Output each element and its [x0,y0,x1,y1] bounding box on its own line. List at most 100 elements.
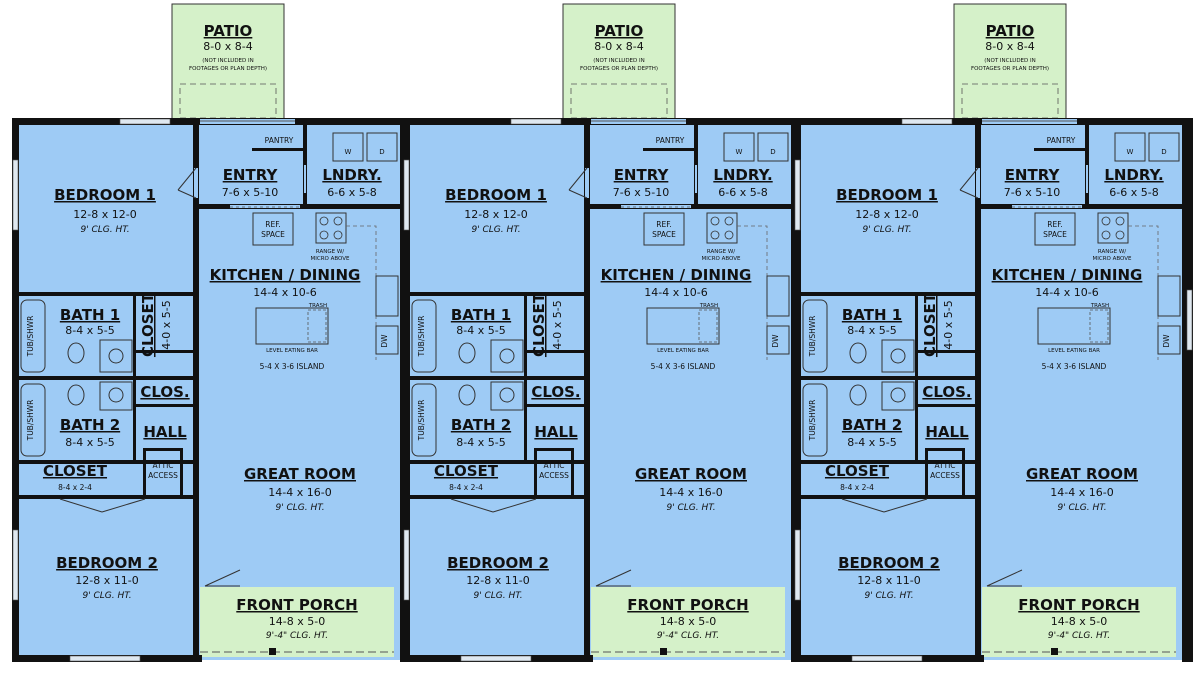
burner-3 [1101,230,1111,240]
patio-note-2: FOOTAGES OR PLAN DEPTH) [971,66,1049,72]
sink-1 [108,348,124,364]
wall-bath-hall [524,296,527,460]
tub-1-label: TUB/SHWR [808,316,817,358]
patio-label: PATIO [204,22,253,40]
wall-left [403,118,410,662]
door-gap-bed1 [585,168,589,198]
range-label-2: MICRO ABOVE [310,256,350,262]
patio-label: PATIO [986,22,1035,40]
porch-size: 14-8 x 5-0 [660,615,716,628]
porch-clg: 9'-4" CLG. HT. [266,631,328,641]
vanity-1 [490,339,524,373]
laundry-size: 6-6 x 5-8 [1109,186,1158,199]
kitchen-size: 14-4 x 10-6 [1035,286,1098,299]
patio-size: 8-0 x 8-4 [203,40,252,53]
sink-1 [499,348,515,364]
wall-left [12,118,19,662]
bath-2-label: BATH 2 [842,416,902,434]
bath-2-label: BATH 2 [60,416,120,434]
tub-2-label: TUB/SHWR [417,400,426,442]
building-fill [12,122,1192,660]
wall-bath-hall [915,296,918,460]
wall-bed1-bottom [801,292,976,296]
burner-2 [724,216,734,226]
wall-hall [136,404,194,407]
unit: PATIO 8-0 x 8-4 (NOT INCLUDED IN FOOTAGE… [403,3,798,662]
tub-2-label: TUB/SHWR [26,400,35,442]
island-label: 5-4 X 3-6 ISLAND [651,362,716,371]
closet-2-label: CLOSET [825,462,890,480]
porch-size: 14-8 x 5-0 [1051,615,1107,628]
door-gap-entry [621,205,691,208]
closet-1-label: CLOSET [921,292,939,357]
wall-bed1-bottom [19,292,194,296]
washer-label: W [736,148,743,156]
burner-3 [319,230,329,240]
wall-pantry [643,148,694,151]
wall-far-right [1186,118,1193,662]
bedroom-1-clg: 9' CLG. HT. [862,225,911,235]
closet-2-label: CLOSET [434,462,499,480]
ref-label-1: REF. [656,220,671,229]
laundry-size: 6-6 x 5-8 [718,186,767,199]
door-front [986,569,1023,587]
great-room-clg: 9' CLG. HT. [666,503,715,513]
entry-label: ENTRY [1005,166,1061,184]
door-bed1 [568,167,588,199]
unit: PATIO 8-0 x 8-4 (NOT INCLUDED IN FOOTAGE… [12,3,407,662]
window-left-2 [794,529,801,601]
ref-space [252,212,294,246]
bedroom-1-label: BEDROOM 1 [54,186,156,204]
ref-label-2: SPACE [1043,230,1067,239]
attic-label-1: ATTIC [543,461,564,470]
door-gap-laundry [1086,165,1088,193]
bath-1-size: 8-4 x 5-5 [456,324,505,337]
patio-note-2: FOOTAGES OR PLAN DEPTH) [580,66,658,72]
closet-2-label: CLOSET [43,462,108,480]
laundry-size: 6-6 x 5-8 [327,186,376,199]
door-gap-laundry [304,165,306,193]
dishwasher [766,325,790,355]
sink-2 [499,387,515,403]
trash-label: TRASH [308,303,327,309]
island [1037,307,1111,345]
ref-label-1: REF. [265,220,280,229]
ref-space [1034,212,1076,246]
porch-size: 14-8 x 5-0 [269,615,325,628]
tub-1 [411,299,437,373]
wall-bath1-bottom [19,376,194,380]
closet-2-size: 8-4 x 2-4 [58,483,92,492]
wall-attic-side [143,448,146,495]
door-gap-laundry [695,165,697,193]
washer [1114,132,1146,162]
attic-label-1: ATTIC [934,461,955,470]
bedroom-1-clg: 9' CLG. HT. [80,225,129,235]
window-top [510,118,562,125]
patio-note-1: (NOT INCLUDED IN [202,58,254,64]
pantry-label: PANTRY [656,136,685,145]
dryer [366,132,398,162]
eating-bar-label: LEVEL EATING BAR [657,348,709,354]
washer-label: W [345,148,352,156]
wall-pantry [252,148,303,151]
ref-label-2: SPACE [261,230,285,239]
burner-1 [710,216,720,226]
washer-label: W [1127,148,1134,156]
burner-1 [319,216,329,226]
wall-hall [918,404,976,407]
tub-2-label: TUB/SHWR [808,400,817,442]
kitchen-sink [1157,275,1181,317]
entry-label: ENTRY [223,166,279,184]
porch-label: FRONT PORCH [236,596,357,614]
bedroom-2-size: 12-8 x 11-0 [75,574,138,587]
door-closet2 [59,498,146,513]
kitchen-size: 14-4 x 10-6 [253,286,316,299]
dryer [757,132,789,162]
window-left-1 [403,159,410,231]
toilet-2 [849,384,867,406]
clos-label: CLOS. [140,383,189,401]
wall-attic-side-2 [180,448,183,495]
porch-post [1051,648,1058,655]
closet-1-size: 4-0 x 5-5 [551,300,564,349]
window-left-2 [12,529,19,601]
